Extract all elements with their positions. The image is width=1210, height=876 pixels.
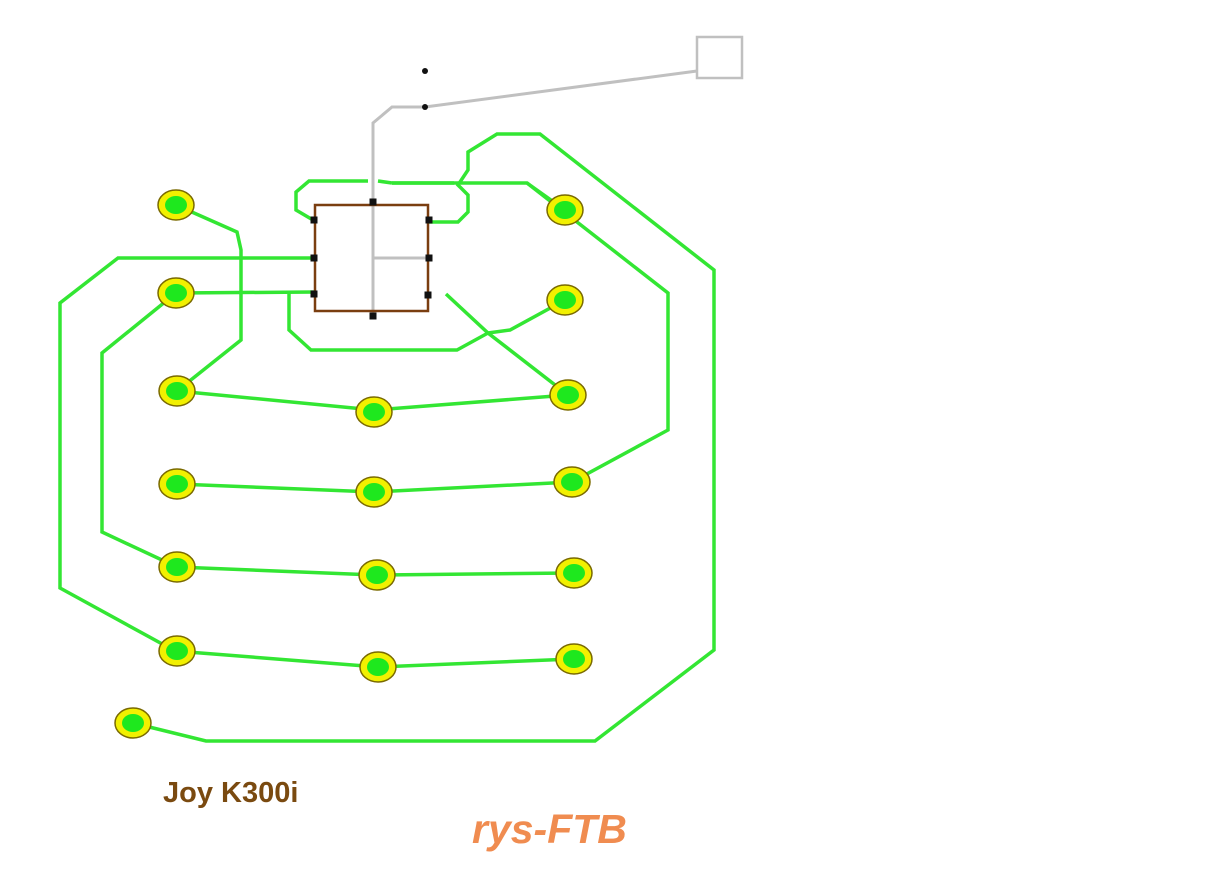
pad-9: [355, 476, 393, 508]
pad-7: [549, 379, 587, 411]
pad-15: [359, 651, 397, 683]
pad-center: [554, 291, 576, 309]
wire-dot-junction: [422, 104, 428, 110]
chip-pin-4: [310, 254, 318, 262]
trace-14: [294, 179, 368, 222]
trace-3: [175, 290, 316, 295]
trace-1: [175, 203, 243, 393]
trace-7: [487, 298, 566, 335]
pad-1: [157, 189, 195, 221]
author-label: rys-FTB: [472, 806, 627, 852]
trace-4: [100, 291, 178, 569]
pad-center: [554, 201, 576, 219]
pad-center: [363, 403, 385, 421]
pad-center: [165, 284, 187, 302]
pad-center: [363, 483, 385, 501]
chip: [310, 198, 433, 320]
pad-13: [555, 557, 593, 589]
pad-8: [158, 468, 196, 500]
pad-4: [546, 284, 584, 316]
pads: [114, 189, 593, 739]
traces: [58, 132, 716, 743]
pad-10: [553, 466, 591, 498]
chip-pin-8: [424, 291, 432, 299]
pad-center: [166, 642, 188, 660]
trace-9: [176, 181, 670, 494]
pad-center: [122, 714, 144, 732]
pad-6: [355, 396, 393, 428]
chip-pin-2: [369, 312, 377, 320]
chip-pin-3: [310, 216, 318, 224]
pad-16: [555, 643, 593, 675]
pad-11: [158, 551, 196, 583]
wire-dot-top: [422, 68, 428, 74]
pad-5: [158, 375, 196, 407]
pad-2: [546, 194, 584, 226]
pad-center: [561, 473, 583, 491]
connector-box: [695, 35, 744, 80]
wire-lead: [371, 69, 698, 316]
pad-12: [358, 559, 396, 591]
chip-pin-5: [310, 290, 318, 298]
pad-17: [114, 707, 152, 739]
diagram-title: Joy K300i: [163, 777, 299, 809]
pad-center: [563, 650, 585, 668]
pad-center: [367, 658, 389, 676]
pad-center: [557, 386, 579, 404]
chip-pin-1: [369, 198, 377, 206]
pad-14: [158, 635, 196, 667]
trace-5: [287, 291, 489, 352]
pad-3: [157, 277, 195, 309]
pad-center: [165, 196, 187, 214]
pad-center: [563, 564, 585, 582]
chip-pin-6: [425, 216, 433, 224]
pad-center: [166, 475, 188, 493]
pad-center: [166, 558, 188, 576]
grey-wires: [371, 69, 698, 316]
chip-pin-7: [425, 254, 433, 262]
pad-center: [166, 382, 188, 400]
trace-2: [58, 256, 313, 653]
trace-12: [132, 132, 716, 743]
trace-15: [377, 179, 393, 185]
pad-center: [366, 566, 388, 584]
